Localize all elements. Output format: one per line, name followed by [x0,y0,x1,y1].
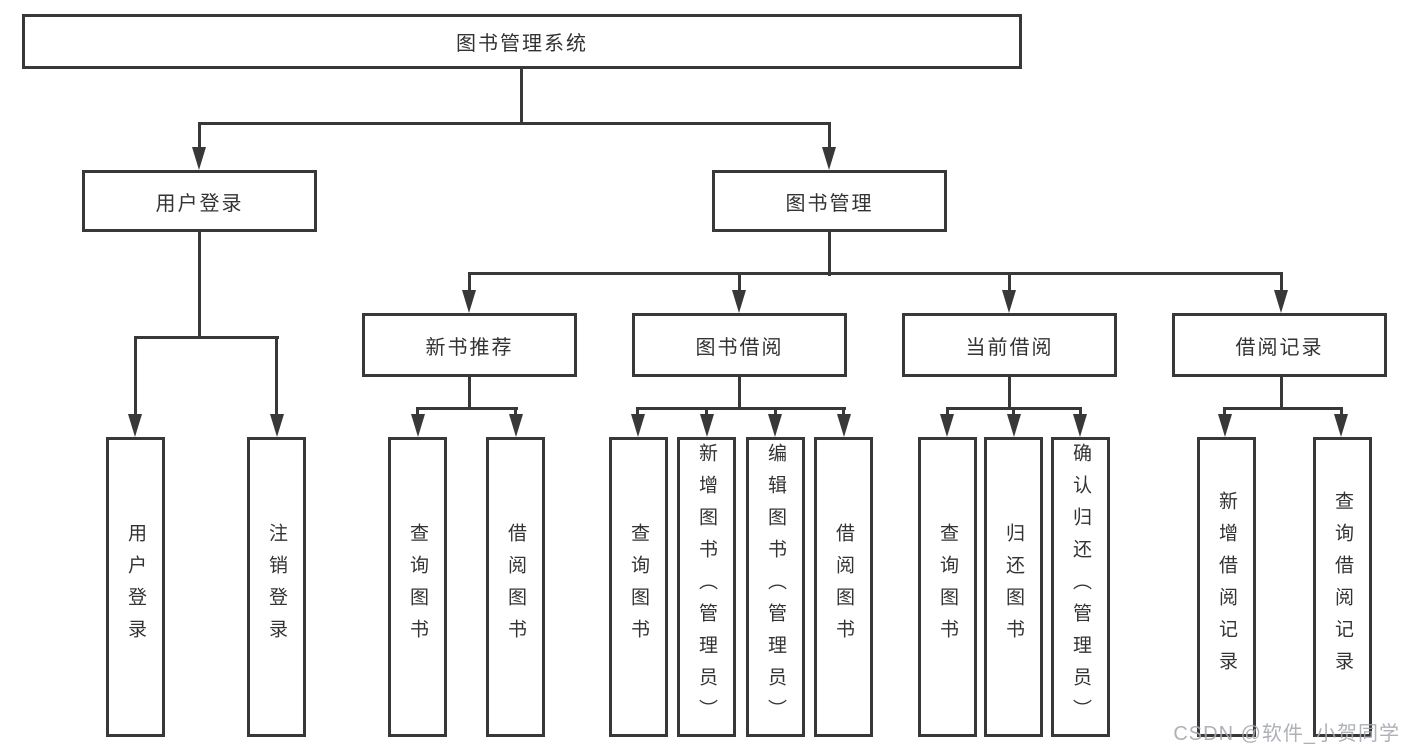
leaf-label: 查询图书 [628,523,649,651]
node-user-login-label: 用户登录 [155,192,244,215]
connector-line [705,407,708,416]
connector-line [1008,377,1011,410]
connector-line [1280,377,1283,410]
arrow-down-icon [128,414,142,437]
arrow-down-icon [822,147,836,170]
arrow-down-icon [768,414,782,437]
arrow-down-icon [1073,414,1087,437]
arrow-down-icon [1007,414,1021,437]
connector-line [946,407,949,416]
leaf-label: 借阅图书 [833,523,854,651]
leaf-label: 新增图书（管理员） [696,443,717,731]
arrow-down-icon [1274,290,1288,313]
leaf-label: 新增借阅记录 [1216,491,1237,683]
connector-line [514,407,517,416]
connector-line [738,272,741,292]
leaf-node-query-books-2: 查询图书 [609,437,668,737]
connector-line [134,336,279,339]
leaf-label: 查询图书 [407,523,428,651]
arrow-down-icon [411,414,425,437]
connector-line [828,232,831,276]
leaf-label: 归还图书 [1003,523,1024,651]
connector-line [275,336,278,418]
arrow-down-icon [700,414,714,437]
leaf-label: 查询借阅记录 [1332,491,1353,683]
leaf-node-query-books-3: 查询图书 [918,437,977,737]
connector-line [416,407,518,410]
connector-line [738,377,741,410]
connector-line [198,232,201,339]
arrow-down-icon [192,147,206,170]
connector-line [468,272,1283,275]
node-book-management: 图书管理 [712,170,947,232]
leaf-node-confirm-return-admin: 确认归还（管理员） [1051,437,1110,737]
connector-line [1223,407,1343,410]
arrow-down-icon [631,414,645,437]
connector-line [1340,407,1343,416]
leaf-node-return-books: 归还图书 [984,437,1043,737]
connector-line [842,407,845,416]
leaf-node-user-login: 用户登录 [106,437,165,737]
leaf-label: 注销登录 [266,523,287,651]
node-book-management-label: 图书管理 [785,192,874,215]
node-root: 图书管理系统 [22,14,1022,69]
leaf-node-edit-books-admin: 编辑图书（管理员） [746,437,805,737]
connector-line [774,407,777,416]
connector-line [1079,407,1082,416]
leaf-node-add-borrow-record: 新增借阅记录 [1197,437,1256,737]
connector-line [468,272,471,292]
arrow-down-icon [837,414,851,437]
connector-line [636,407,846,410]
connector-line [134,336,137,418]
arrow-down-icon [509,414,523,437]
leaf-label: 查询图书 [937,523,958,651]
leaf-label: 用户登录 [125,523,146,651]
node-borrow-records-label: 借阅记录 [1235,336,1324,359]
arrow-down-icon [940,414,954,437]
connector-line [468,377,471,410]
leaf-node-borrow-books-2: 借阅图书 [814,437,873,737]
leaf-node-query-borrow-record: 查询借阅记录 [1313,437,1372,737]
connector-line [416,407,419,416]
node-new-book-recommend-label: 新书推荐 [425,336,514,359]
watermark: CSDN @软件_小贺同学 [1173,723,1400,745]
node-book-borrow: 图书借阅 [632,313,847,377]
connector-line [1223,407,1226,416]
connector-line [198,122,831,125]
leaf-node-borrow-books-1: 借阅图书 [486,437,545,737]
leaf-node-query-books-1: 查询图书 [388,437,447,737]
node-book-borrow-label: 图书借阅 [695,336,784,359]
connector-line [636,407,639,416]
node-new-book-recommend: 新书推荐 [362,313,577,377]
connector-line [1280,272,1283,292]
leaf-node-logout: 注销登录 [247,437,306,737]
leaf-node-add-books-admin: 新增图书（管理员） [677,437,736,737]
arrow-down-icon [270,414,284,437]
connector-line [828,122,831,150]
node-current-borrow: 当前借阅 [902,313,1117,377]
arrow-down-icon [1218,414,1232,437]
arrow-down-icon [1002,290,1016,313]
connector-line [1012,407,1015,416]
node-borrow-records: 借阅记录 [1172,313,1387,377]
leaf-label: 确认归还（管理员） [1070,443,1091,731]
arrow-down-icon [1334,414,1348,437]
connector-line [198,122,201,150]
connector-line [520,69,523,125]
node-current-borrow-label: 当前借阅 [965,336,1054,359]
connector-line [1008,272,1011,292]
node-root-label: 图书管理系统 [456,33,588,55]
leaf-label: 借阅图书 [505,523,526,651]
node-user-login: 用户登录 [82,170,317,232]
arrow-down-icon [462,290,476,313]
arrow-down-icon [732,290,746,313]
leaf-label: 编辑图书（管理员） [765,443,786,731]
